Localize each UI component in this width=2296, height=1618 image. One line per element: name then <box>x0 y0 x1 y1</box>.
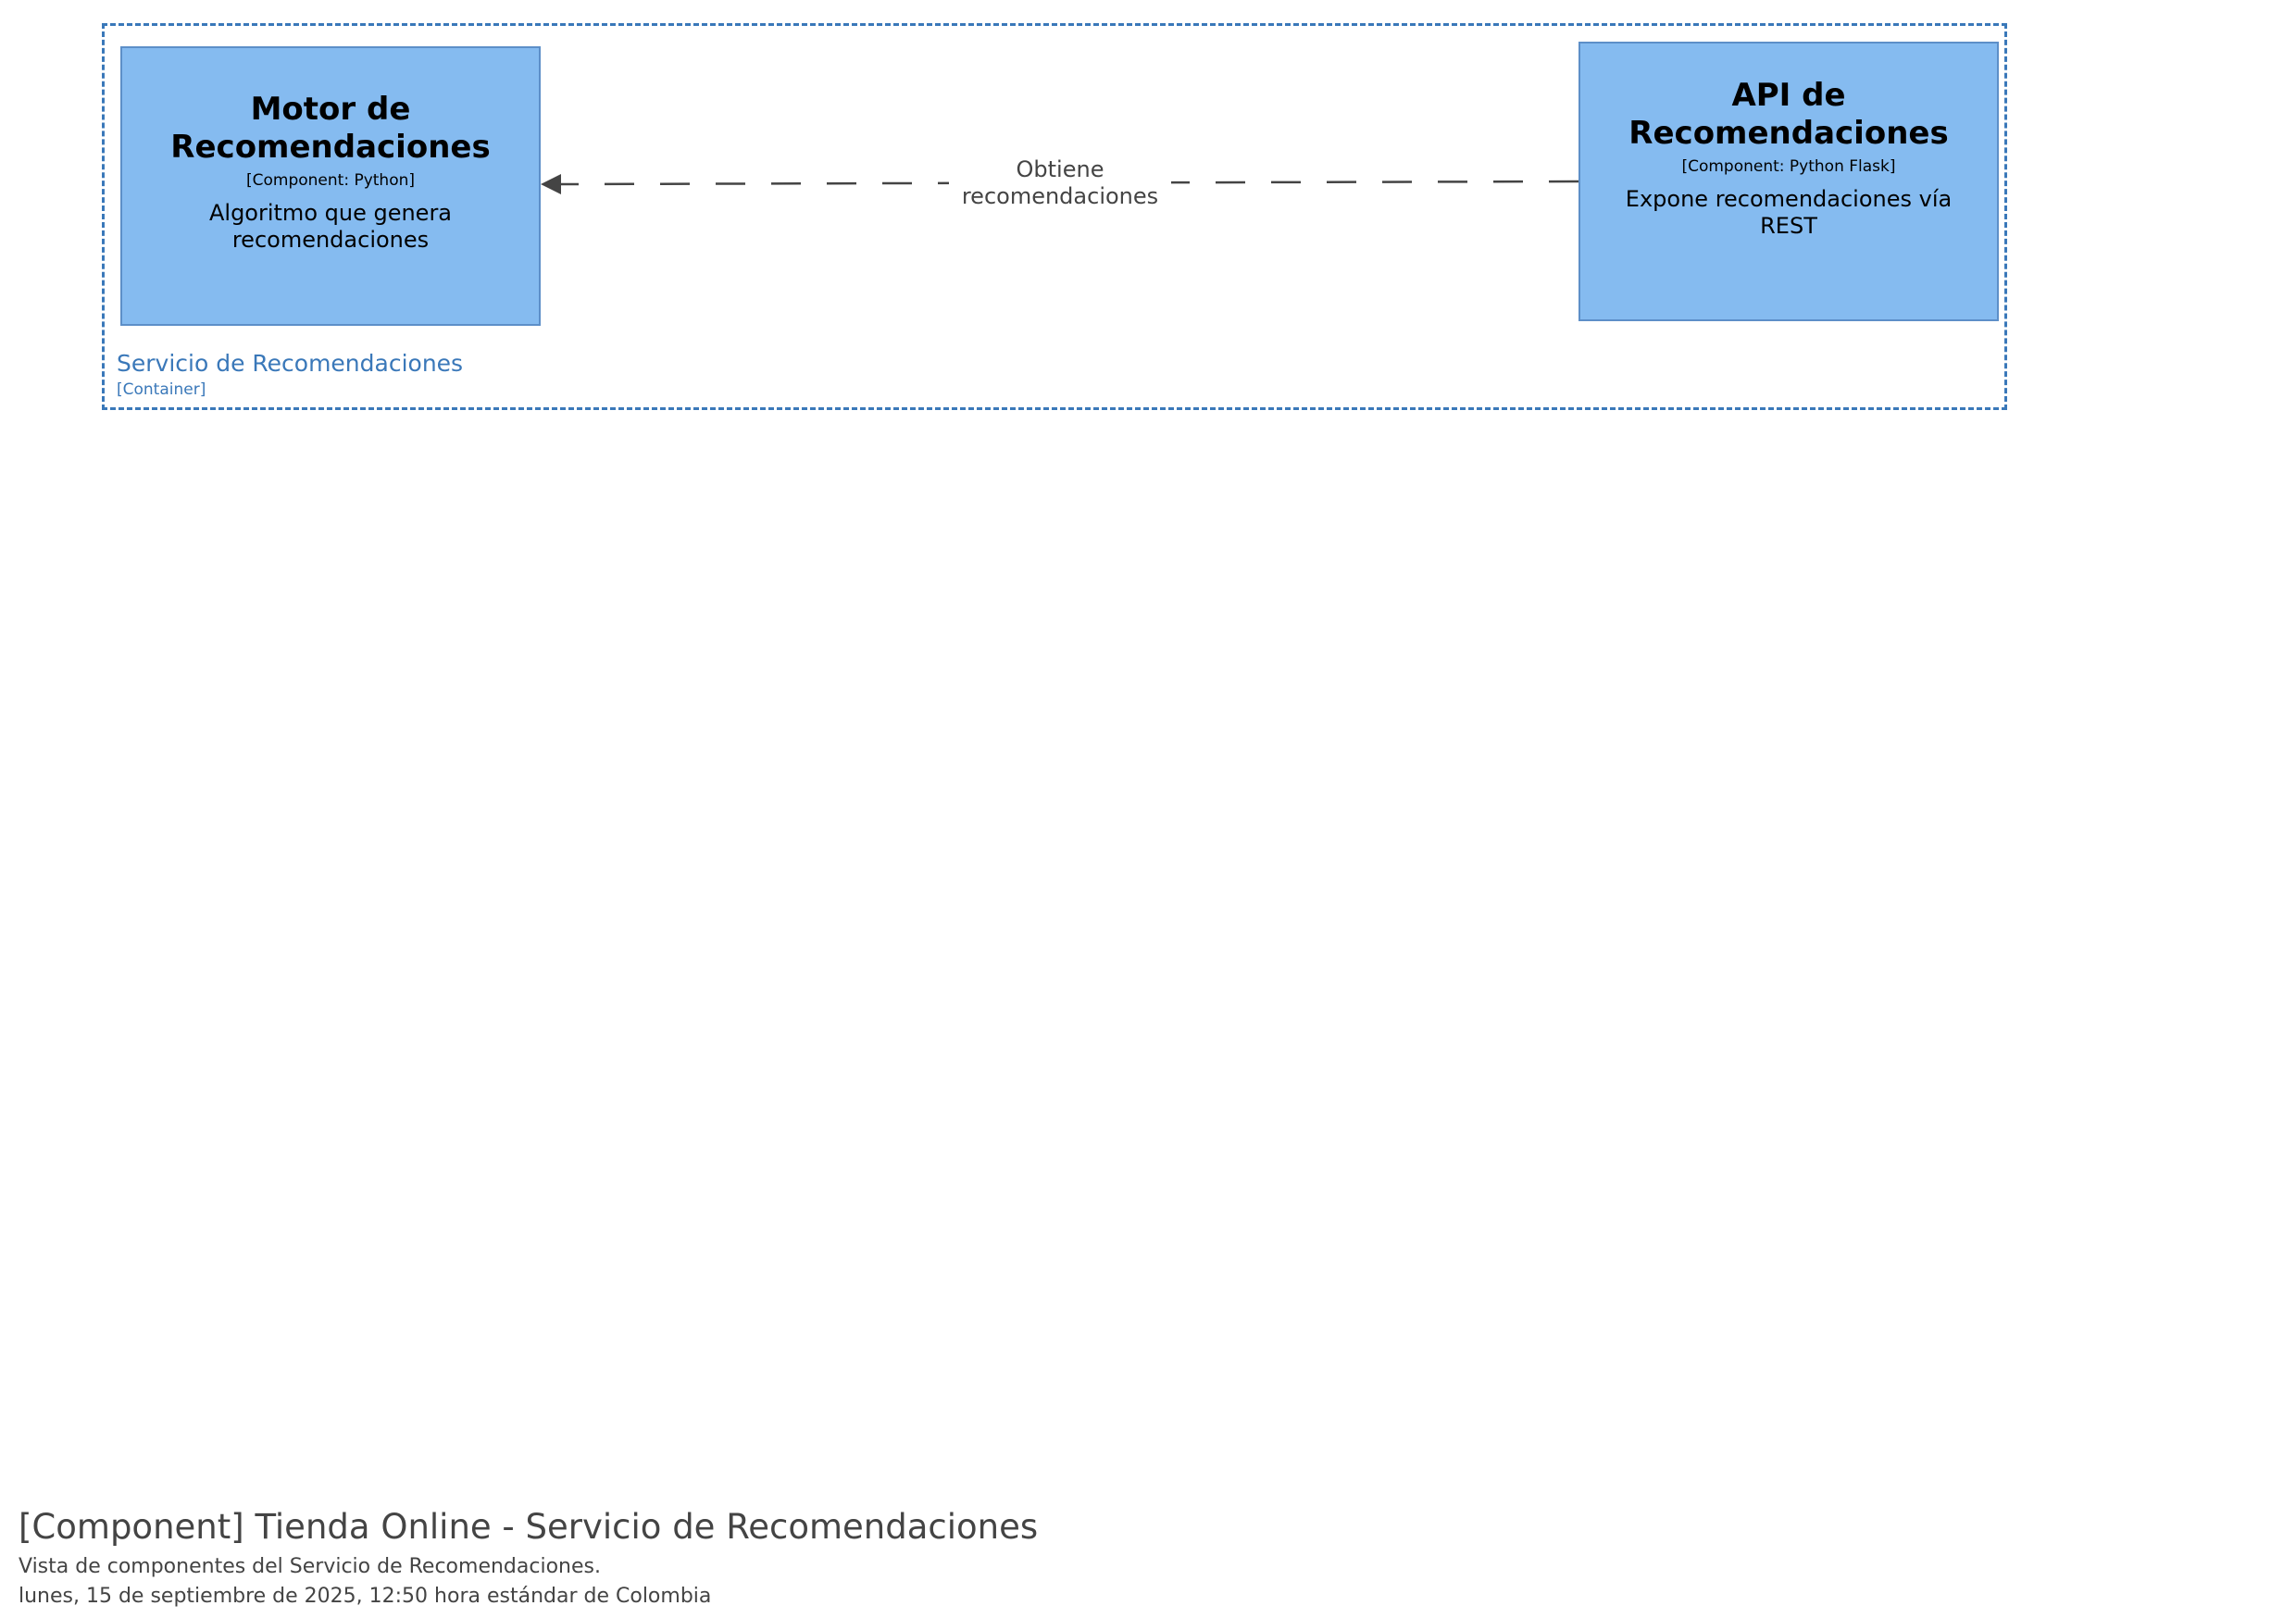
diagram-date: lunes, 15 de septiembre de 2025, 12:50 h… <box>19 1585 712 1608</box>
diagram-title: [Component] Tienda Online - Servicio de … <box>19 1507 1039 1547</box>
component-technology: [Component: Python] <box>245 171 416 190</box>
component-api-recomendaciones[interactable]: API de Recomendaciones [Component: Pytho… <box>1578 42 1999 321</box>
component-name: Motor de Recomendaciones <box>170 91 491 166</box>
boundary-type: [Container] <box>117 380 206 399</box>
boundary-label: Servicio de Recomendaciones <box>117 350 464 377</box>
container-boundary <box>102 23 2007 410</box>
relationship-label: Obtiene recomendaciones <box>949 156 1171 210</box>
component-technology: [Component: Python Flask] <box>1681 157 1896 176</box>
component-motor-recomendaciones[interactable]: Motor de Recomendaciones [Component: Pyt… <box>120 46 541 326</box>
component-description: Expone recomendaciones vía REST <box>1625 186 1953 239</box>
component-description: Algoritmo que genera recomendaciones <box>208 200 453 253</box>
diagram-description: Vista de componentes del Servicio de Rec… <box>19 1555 601 1578</box>
component-name: API de Recomendaciones <box>1628 77 1949 152</box>
